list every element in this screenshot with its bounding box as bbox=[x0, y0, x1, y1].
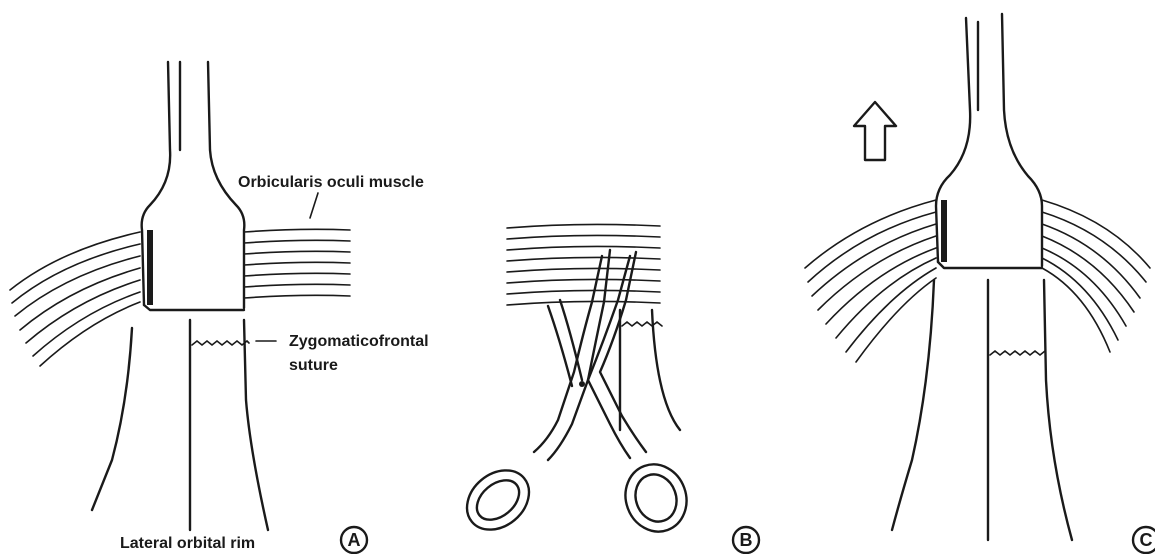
muscle-fibers-left-a bbox=[10, 232, 140, 366]
retractor-a bbox=[142, 62, 245, 310]
panel-a bbox=[10, 62, 367, 553]
muscle-fibers-left-c bbox=[805, 200, 936, 362]
lateral-orbital-rim-label: Lateral orbital rim bbox=[120, 535, 255, 552]
panel-c bbox=[805, 14, 1155, 553]
muscle-fibers-right-a bbox=[244, 229, 350, 298]
panel-b bbox=[455, 224, 759, 553]
retractor-c bbox=[936, 14, 1042, 268]
up-arrow-icon bbox=[854, 102, 896, 160]
leader-orbicularis bbox=[310, 193, 318, 218]
lateral-orbital-rim-c bbox=[892, 280, 1072, 540]
orbicularis-label: Orbicularis oculi muscle bbox=[238, 174, 424, 191]
zygomaticofrontal-label: Zygomaticofrontal bbox=[289, 333, 429, 350]
suture-label: suture bbox=[289, 357, 338, 374]
panel-a-letter: A bbox=[348, 530, 361, 550]
zygomaticofrontal-suture-a bbox=[192, 341, 249, 345]
panel-c-letter: C bbox=[1140, 530, 1153, 550]
scissors bbox=[455, 250, 696, 542]
muscle-fibers-right-c bbox=[1042, 200, 1150, 352]
lateral-orbital-rim-a bbox=[92, 320, 268, 530]
panel-b-letter: B bbox=[740, 530, 753, 550]
muscle-fibers-b bbox=[507, 224, 660, 305]
